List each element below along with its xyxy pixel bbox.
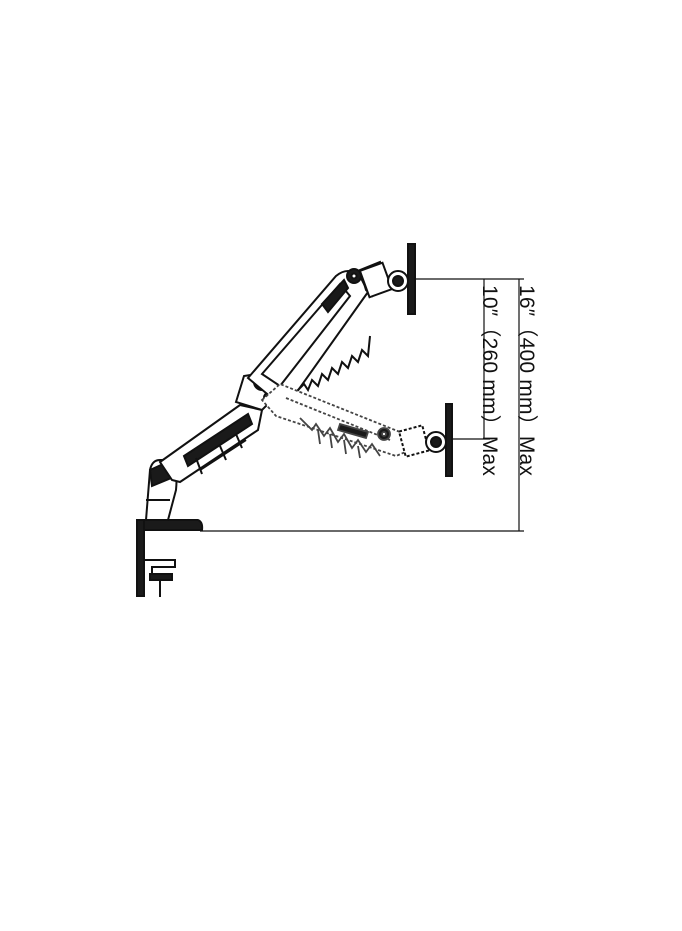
desk-clamp [136,519,204,597]
upper-arm-lowered [260,382,412,459]
upper-arm-raised [246,268,371,400]
vesa-mount-raised [358,243,416,315]
min-height-label: 10″（260 mm）Max [478,285,501,477]
lower-arm [158,403,264,484]
vesa-mount-lowered [397,403,453,477]
max-height-label: 16″（400 mm）Max [515,285,538,477]
